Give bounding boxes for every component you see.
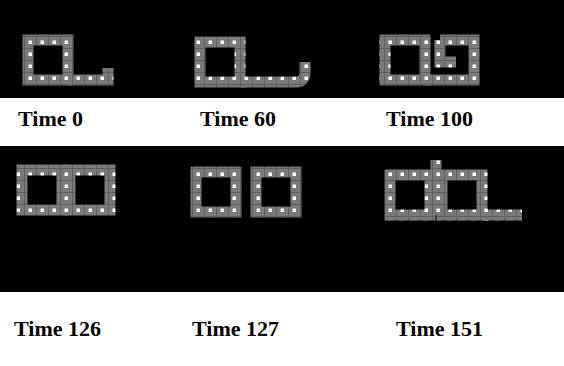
time-label: Time 0 bbox=[18, 108, 83, 130]
time-label: Time 100 bbox=[386, 108, 473, 130]
cell-structures bbox=[22, 40, 522, 215]
time-label: Time 60 bbox=[200, 108, 276, 130]
panel bbox=[0, 0, 564, 98]
time-label: Time 127 bbox=[192, 318, 279, 340]
panel bbox=[0, 146, 564, 292]
time-label: Time 151 bbox=[396, 318, 483, 340]
time-label: Time 126 bbox=[14, 318, 101, 340]
